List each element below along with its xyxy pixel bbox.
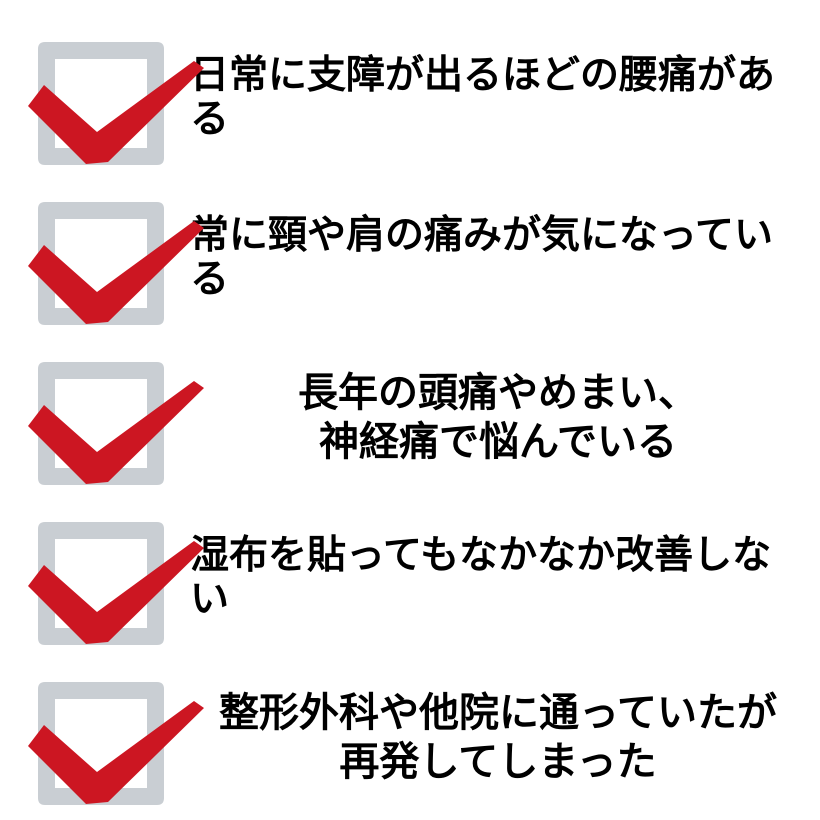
list-item[interactable]: 湿布を貼ってもなかなか改善しない: [0, 498, 820, 658]
checked-checkbox-icon[interactable]: [18, 28, 204, 168]
checked-checkbox-icon[interactable]: [18, 668, 204, 808]
list-item[interactable]: 常に頸や肩の痛みが気になっている: [0, 178, 820, 338]
list-item-label: 整形外科や他院に通っていたが 再発してしまった: [219, 690, 777, 784]
list-item[interactable]: 整形外科や他院に通っていたが 再発してしまった: [0, 658, 820, 818]
list-item-label: 湿布を貼ってもなかなか改善しない: [190, 534, 772, 621]
checked-checkbox-icon[interactable]: [18, 508, 204, 648]
list-item[interactable]: 日常に支障が出るほどの腰痛がある: [0, 18, 820, 178]
list-item-label: 日常に支障が出るほどの腰痛がある: [190, 54, 776, 141]
checked-checkbox-icon[interactable]: [18, 348, 204, 488]
list-item-label: 長年の頭痛やめまい、 神経痛で悩んでいる: [298, 370, 698, 464]
checked-checkbox-icon[interactable]: [18, 188, 204, 328]
list-item[interactable]: 長年の頭痛やめまい、 神経痛で悩んでいる: [0, 338, 820, 498]
list-item-label: 常に頸や肩の痛みが気になっている: [190, 214, 774, 301]
